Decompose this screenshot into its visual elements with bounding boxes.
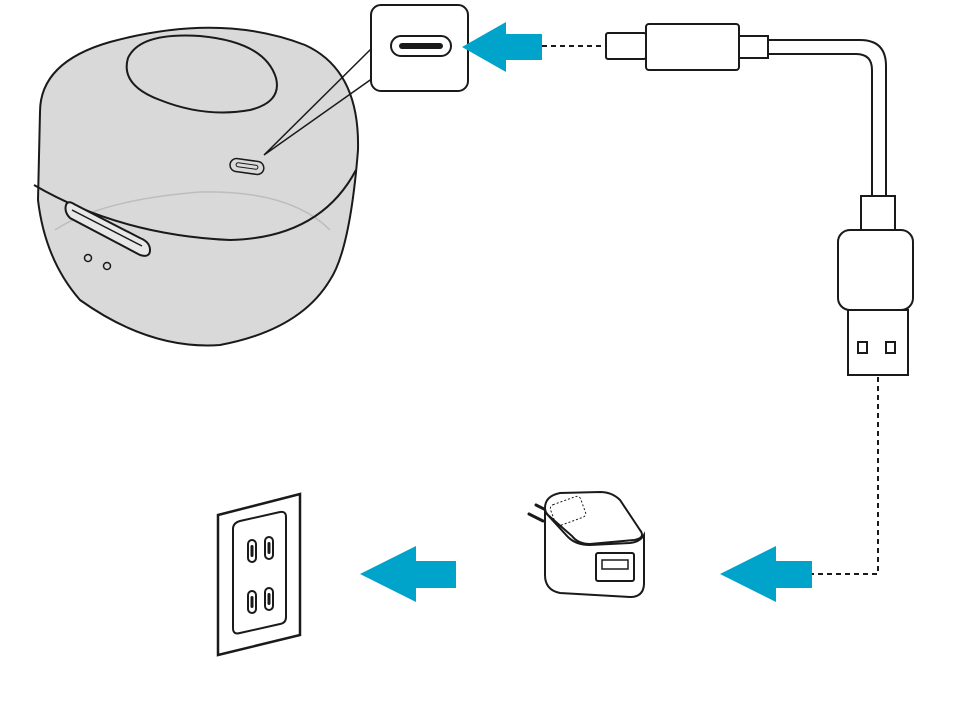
usb-c-plug-tip [605,32,647,60]
earbud-charging-case-icon [33,26,360,347]
usb-c-to-usb-a-cable-icon [605,23,914,376]
case-lid-oval [125,34,278,114]
usb-c-port-callout [263,4,469,156]
outlet-recess [232,510,287,635]
case-body [36,26,360,347]
usb-c-port-icon [390,35,452,57]
cable-inner [768,53,873,196]
case-led-1 [83,253,93,263]
wall-outlet-icon [216,492,302,657]
usb-a-hole-right [885,341,896,354]
adapter-prong-2 [527,512,545,523]
usb-c-plug-body [645,23,740,71]
usb-wall-adapter-icon [527,490,645,599]
arrow-adapter-to-outlet [360,546,456,602]
arrow-cable-to-case [462,22,542,72]
case-led-2 [102,261,112,271]
arrow-cable-to-adapter [720,546,812,602]
case-side-button [64,201,152,257]
callout-leader [263,46,374,156]
usb-a-plug-body [837,229,914,311]
adapter-folded-prongs [549,495,587,527]
dashed-connector-right [812,377,879,575]
usb-a-strain-relief [860,195,896,231]
usb-a-hole-left [857,341,868,354]
usb-c-strain-relief [738,35,769,59]
cable-outer [768,39,887,196]
